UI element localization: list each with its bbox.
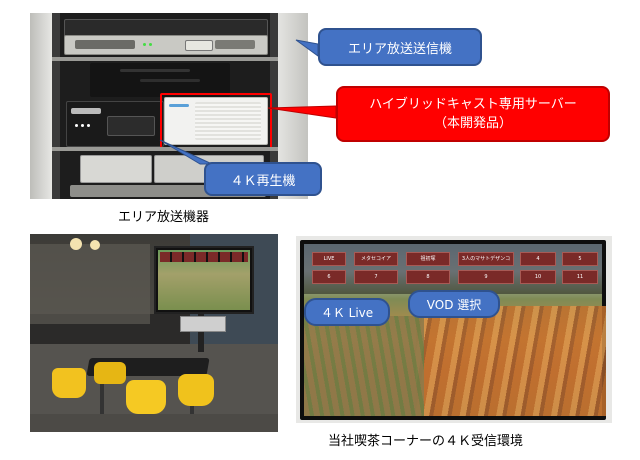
menu-tile-live[interactable]: LIVE bbox=[312, 252, 346, 266]
cafe-tv bbox=[154, 246, 254, 314]
callout-hybridcast-server-label: ハイブリッドキャスト専用サーバー bbox=[369, 97, 577, 112]
rack-rail bbox=[270, 13, 278, 199]
callout-4k-live-label: ４Ｋ Live bbox=[320, 305, 374, 320]
4k-tv-photo: LIVE メタセコイア 祖初塚 3人のマサトデザンコ 4 5 6 7 8 9 1… bbox=[296, 236, 612, 423]
yellow-chair bbox=[178, 374, 214, 406]
pointer-area-transmitter bbox=[295, 39, 319, 57]
rack-shelf bbox=[52, 57, 278, 61]
yellow-chair bbox=[126, 380, 166, 414]
callout-4k-live: ４Ｋ Live bbox=[304, 298, 390, 326]
4k-player-unit bbox=[66, 101, 164, 147]
callout-hybridcast-server: ハイブリッドキャスト専用サーバー （本開発品） bbox=[336, 86, 610, 142]
area-transmitter-unit bbox=[64, 35, 268, 55]
callout-4k-player: ４Ｋ再生機 bbox=[204, 162, 322, 196]
hybridcast-server-unit bbox=[164, 97, 268, 145]
yellow-chair bbox=[94, 362, 126, 384]
rack-unit-lower bbox=[80, 155, 152, 183]
rack-shelf bbox=[52, 147, 278, 151]
yellow-chair bbox=[52, 368, 86, 398]
menu-tile[interactable]: 9 bbox=[458, 270, 514, 284]
rack-side-panel bbox=[30, 13, 52, 199]
menu-tile[interactable]: 6 bbox=[312, 270, 346, 284]
rack-rail bbox=[52, 13, 60, 199]
menu-tile[interactable]: 10 bbox=[520, 270, 556, 284]
callout-vod-select-label: VOD 選択 bbox=[426, 297, 482, 312]
callout-vod-select: VOD 選択 bbox=[408, 290, 500, 318]
menu-tile[interactable]: 3人のマサトデザンコ bbox=[458, 252, 514, 266]
callout-area-transmitter: エリア放送送信機 bbox=[318, 28, 482, 66]
menu-tile[interactable]: メタセコイア bbox=[354, 252, 398, 266]
caption-area-broadcast-equipment: エリア放送機器 bbox=[118, 210, 210, 225]
pointer-hybridcast-server bbox=[267, 105, 337, 119]
callout-area-transmitter-label: エリア放送送信機 bbox=[347, 41, 452, 57]
menu-tile[interactable]: 7 bbox=[354, 270, 398, 284]
menu-tile[interactable]: 11 bbox=[562, 270, 598, 284]
menu-tile[interactable]: 祖初塚 bbox=[406, 252, 450, 266]
pointer-4k-player bbox=[159, 139, 213, 165]
callout-4k-player-label: ４Ｋ再生機 bbox=[230, 173, 296, 189]
menu-tile[interactable]: 8 bbox=[406, 270, 450, 284]
equipment-rack-photo bbox=[30, 13, 308, 199]
menu-tile[interactable]: 5 bbox=[562, 252, 598, 266]
caption-cafe-4k-reception: 当社喫茶コーナーの４Ｋ受信環境 bbox=[328, 434, 524, 449]
cafe-corner-photo bbox=[30, 234, 278, 432]
menu-tile[interactable]: 4 bbox=[520, 252, 556, 266]
callout-hybridcast-server-sublabel: （本開発品） bbox=[433, 116, 512, 131]
